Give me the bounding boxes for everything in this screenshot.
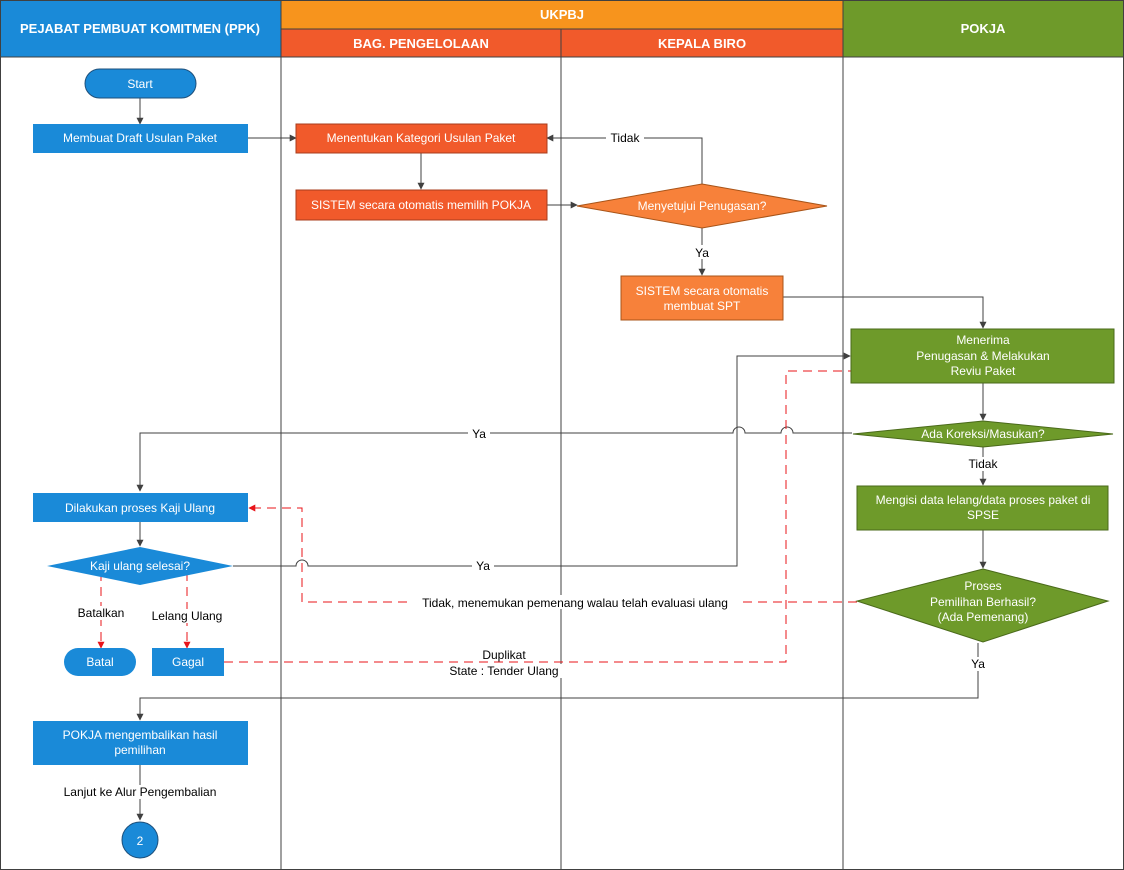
page-connector-node: 2: [121, 821, 159, 859]
start-node: Start: [84, 68, 197, 99]
header-pokja: [843, 0, 1124, 57]
spt-node: SISTEM secara otomatis membuat SPT: [620, 275, 784, 321]
kaji-selesai-decision: Kaji ulang selesai?: [47, 547, 233, 585]
lane-headers: PEJABAT PEMBUAT KOMITMEN (PPK) UKPBJ BAG…: [0, 0, 1124, 57]
edge-koreksi-ya: [136, 426, 852, 492]
proses-decision: Proses Pemilihan Berhasil? (Ada Pemenang…: [855, 568, 1110, 643]
start-label: Start: [127, 77, 153, 91]
terima-label-1: Menerima: [956, 333, 1010, 347]
edge-labels: Tidak Ya Ya Tidak Ya Batalkan Lelang Ula…: [57, 131, 1002, 799]
edge-label-tidak-top: Tidak: [611, 131, 641, 145]
isi-label-1: Mengisi data lelang/data proses paket di: [876, 493, 1091, 507]
sistem-pokja-node: SISTEM secara otomatis memilih POKJA: [295, 189, 548, 221]
kaji-node: Dilakukan proses Kaji Ulang: [33, 493, 248, 522]
spt-label-2: membuat SPT: [664, 299, 741, 313]
isi-node: Mengisi data lelang/data proses paket di…: [856, 485, 1109, 531]
batal-label: Batal: [86, 655, 113, 669]
header-ukpbj: [281, 0, 843, 29]
edge-label-state: State : Tender Ulang: [449, 664, 558, 678]
proses-label-1: Proses: [964, 579, 1001, 593]
koreksi-decision: Ada Koreksi/Masukan?: [852, 420, 1114, 448]
draft-label: Membuat Draft Usulan Paket: [63, 131, 218, 145]
header-kepala-label: KEPALA BIRO: [658, 36, 746, 51]
edge-label-lelang-ulang: Lelang Ulang: [152, 609, 223, 623]
page-connector-label: 2: [137, 834, 144, 848]
draft-node: Membuat Draft Usulan Paket: [33, 124, 248, 153]
menyetujui-decision: Menyetujui Penugasan?: [576, 183, 828, 229]
gagal-node: Gagal: [152, 648, 224, 676]
edge-proses-ya: [136, 643, 979, 721]
kategori-node: Menentukan Kategori Usulan Paket: [295, 123, 548, 154]
proses-label-2: Pemilihan Berhasil?: [930, 595, 1036, 609]
edge-label-tidak-koreksi: Tidak: [969, 457, 999, 471]
batal-node: Batal: [64, 648, 136, 676]
kembali-node: POKJA mengembalikan hasil pemilihan: [33, 721, 248, 765]
terima-label-2: Penugasan & Melakukan: [916, 349, 1049, 363]
edge-label-lanjut: Lanjut ke Alur Pengembalian: [64, 785, 217, 799]
proses-label-3: (Ada Pemenang): [938, 610, 1029, 624]
terima-label-3: Reviu Paket: [951, 364, 1016, 378]
header-ukpbj-label: UKPBJ: [540, 7, 584, 22]
spt-label-1: SISTEM secara otomatis: [636, 284, 769, 298]
header-bag-label: BAG. PENGELOLAAN: [353, 36, 489, 51]
header-pokja-label: POKJA: [961, 21, 1006, 36]
edge-label-batalkan: Batalkan: [78, 606, 125, 620]
edge-label-ya-koreksi: Ya: [472, 427, 486, 441]
edge-proses-tidak: [248, 504, 857, 603]
edge-label-tidak-evaluasi: Tidak, menemukan pemenang walau telah ev…: [422, 596, 728, 610]
menyetujui-label: Menyetujui Penugasan?: [638, 199, 767, 213]
isi-label-2: SPSE: [967, 508, 999, 522]
sistem-pokja-label: SISTEM secara otomatis memilih POKJA: [311, 198, 531, 212]
koreksi-label: Ada Koreksi/Masukan?: [921, 427, 1045, 441]
gagal-label: Gagal: [172, 655, 204, 669]
edge-kaji-ya: [233, 352, 851, 567]
kembali-label-1: POKJA mengembalikan hasil: [63, 728, 218, 742]
header-bag: [281, 29, 561, 57]
header-ppk: [0, 0, 281, 57]
terima-node: Menerima Penugasan & Melakukan Reviu Pak…: [850, 328, 1115, 384]
edge-label-duplikat: Duplikat: [482, 648, 526, 662]
kembali-label-2: pemilihan: [114, 743, 165, 757]
edge-menyetujui-tidak: [546, 134, 703, 185]
edge-label-ya-kaji: Ya: [476, 559, 490, 573]
header-kepala: [561, 29, 843, 57]
edge-spt-terima: [783, 296, 987, 329]
edge-label-ya-spt: Ya: [695, 246, 709, 260]
edge-gagal-duplikat: [224, 370, 852, 663]
kaji-selesai-label: Kaji ulang selesai?: [90, 559, 190, 573]
kategori-label: Menentukan Kategori Usulan Paket: [327, 131, 516, 145]
edge-label-ya-proses: Ya: [971, 657, 985, 671]
header-ppk-label: PEJABAT PEMBUAT KOMITMEN (PPK): [20, 21, 260, 36]
kaji-label: Dilakukan proses Kaji Ulang: [65, 501, 215, 515]
